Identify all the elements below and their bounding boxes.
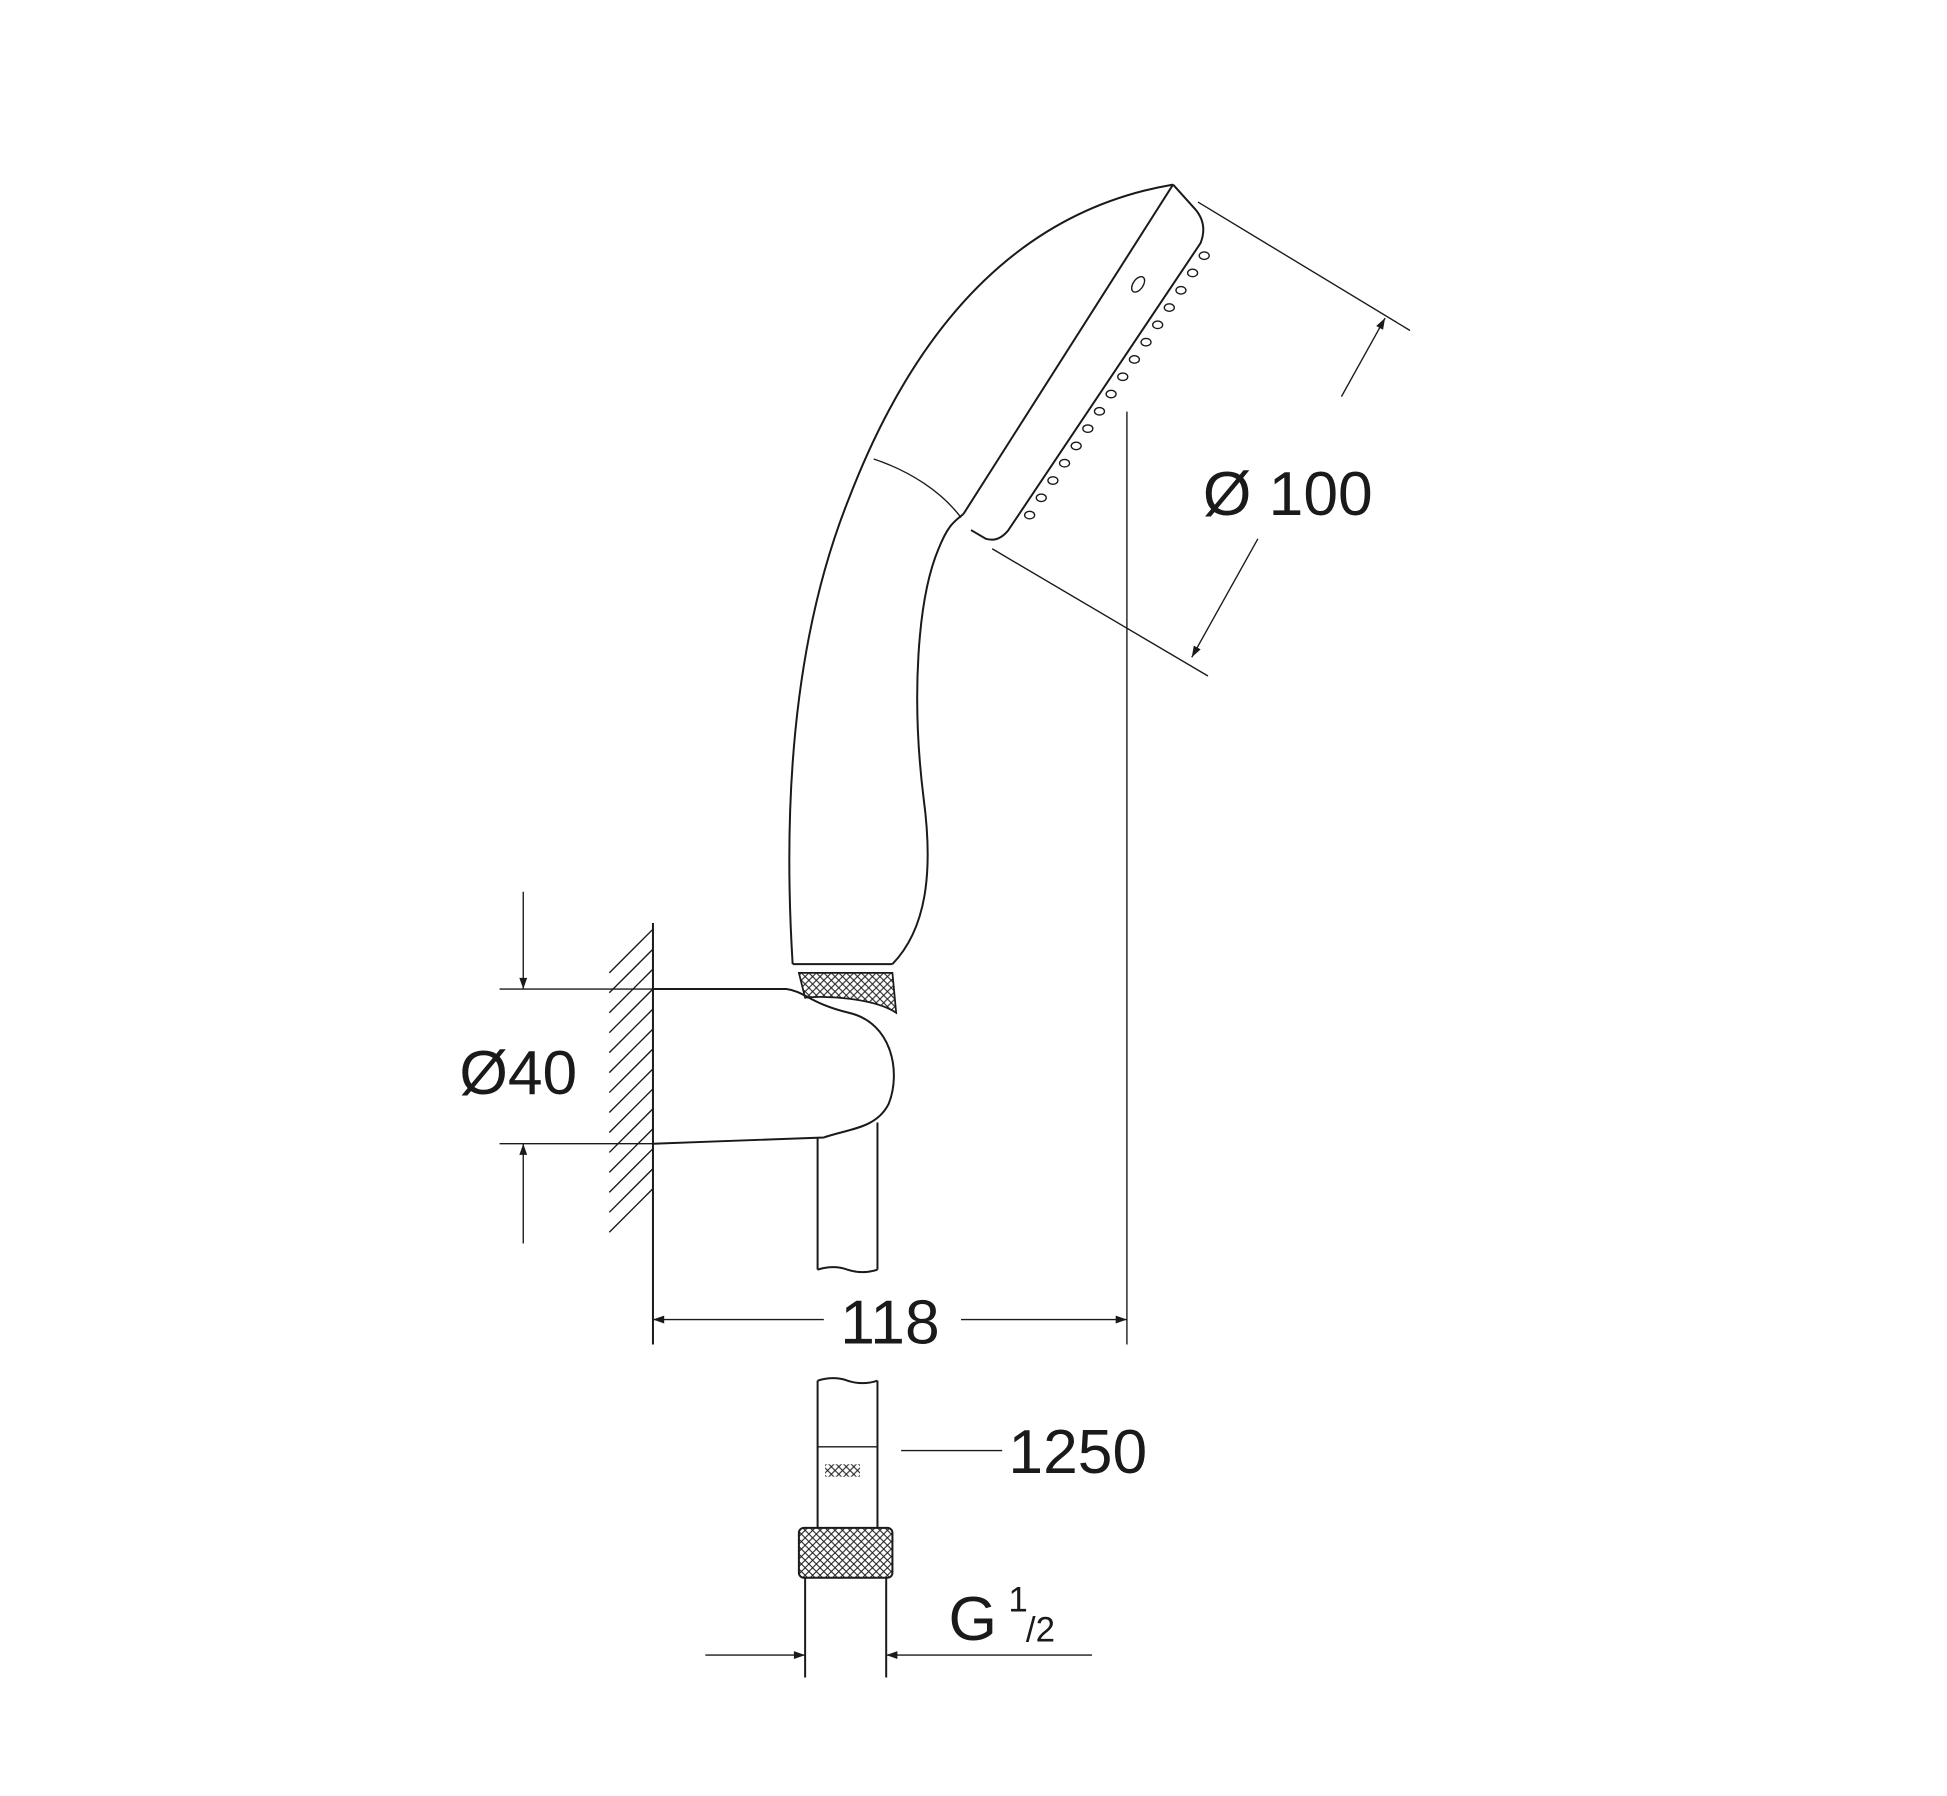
- hatch-line: [608, 1028, 654, 1074]
- hatch-line: [608, 1148, 654, 1193]
- hatch-line: [608, 1088, 654, 1133]
- holder-body: [652, 988, 895, 1145]
- nozzle: [1117, 372, 1129, 382]
- shower-face-inner: [962, 184, 1174, 515]
- hose-break-lower: [817, 1377, 878, 1385]
- nozzles: [1023, 251, 1210, 520]
- thread-denominator: /2: [1026, 1610, 1055, 1649]
- nozzle: [1128, 355, 1141, 364]
- dimension-thread: G 1 /2: [705, 1580, 1092, 1659]
- wall-holder: [652, 971, 898, 1274]
- hose-break: [817, 1266, 878, 1274]
- hatch-line: [608, 1188, 654, 1233]
- wall: [608, 922, 654, 1345]
- thread-label: G: [949, 1585, 998, 1654]
- hatch-line: [608, 1108, 654, 1153]
- thread-numerator: 1: [1008, 1580, 1027, 1619]
- shower-face-outer: [970, 183, 1205, 541]
- nozzle: [1058, 458, 1071, 468]
- nozzle: [1140, 337, 1152, 347]
- nozzle: [1198, 251, 1210, 261]
- dimension-hose-length: 1250: [901, 1418, 1147, 1487]
- knurled-ring: [797, 971, 898, 1015]
- hose-nut: [797, 1526, 894, 1579]
- nozzle: [1070, 441, 1082, 451]
- dimension-head-diameter: Ø 100: [991, 201, 1411, 1345]
- nozzle: [1023, 510, 1036, 520]
- hose-length-label: 1250: [1008, 1418, 1147, 1487]
- hatch-line: [608, 1128, 654, 1173]
- head-diameter-label: Ø 100: [1203, 460, 1373, 529]
- dimension-projection: 118: [652, 1288, 1127, 1357]
- shower-handle-left-edge: [788, 183, 1174, 965]
- hatch-line: [608, 948, 654, 994]
- projection-label: 118: [840, 1288, 939, 1357]
- shower-seam: [873, 458, 962, 519]
- nozzle: [1105, 389, 1117, 399]
- mode-indicator-icon: [1130, 275, 1146, 293]
- nozzle: [1186, 268, 1199, 278]
- brand-mark: [825, 1464, 861, 1477]
- hatch-line: [608, 968, 654, 1014]
- nozzle: [1175, 285, 1187, 295]
- hatch-line: [608, 1008, 654, 1054]
- nozzle: [1151, 320, 1164, 330]
- dimension-holder-diameter: Ø40: [459, 891, 653, 1244]
- wall-hatch: [608, 928, 654, 1233]
- hatch-line: [608, 928, 654, 974]
- hatch-line: [608, 1048, 654, 1094]
- hatch-line: [608, 1068, 654, 1114]
- hatch-line: [608, 988, 654, 1034]
- nozzle: [1047, 476, 1059, 485]
- shower-handle-right-edge: [891, 513, 965, 965]
- nozzle: [1093, 406, 1106, 416]
- hatch-line: [608, 1168, 654, 1213]
- nozzle: [1082, 424, 1094, 434]
- nozzle: [1163, 303, 1175, 312]
- hose-connector: [797, 1377, 894, 1678]
- holder-diameter-label: Ø40: [459, 1039, 577, 1108]
- hand-shower: [788, 183, 1210, 966]
- nozzle: [1035, 493, 1047, 503]
